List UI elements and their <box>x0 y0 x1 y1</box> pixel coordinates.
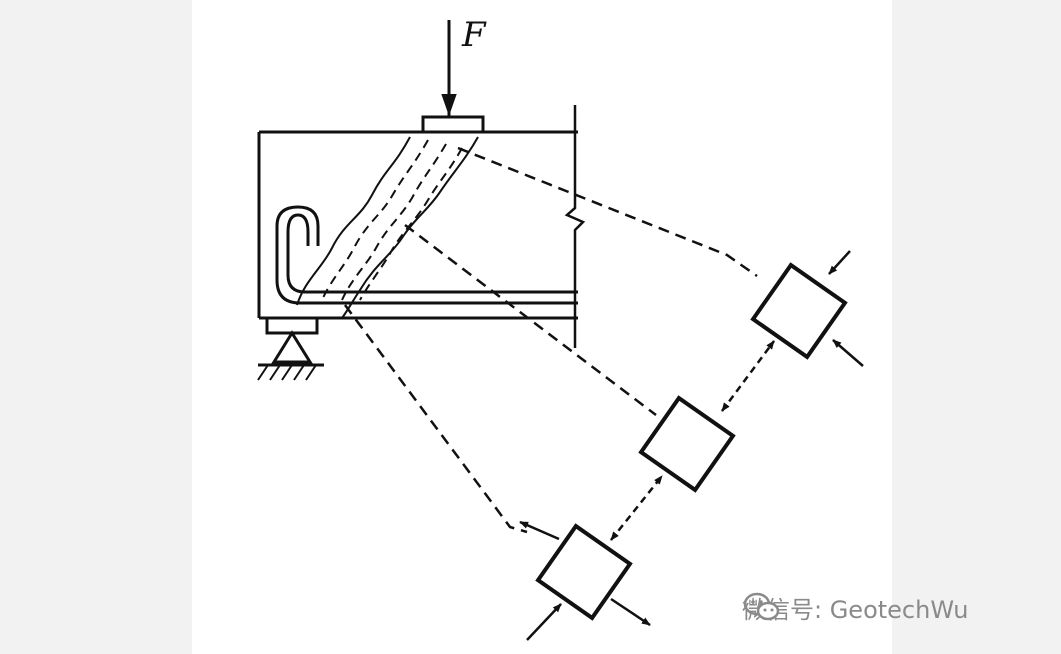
beam-break-line <box>564 105 586 348</box>
stress-element-middle <box>638 395 736 493</box>
compression-arrow <box>526 603 562 641</box>
load-plate <box>421 115 485 134</box>
leader-top <box>457 146 758 278</box>
tension-arrow <box>610 597 651 627</box>
strut-force-arrow-lower <box>610 475 663 541</box>
stress-element-bottom <box>535 523 633 621</box>
watermark: 微信号: GeotechWu <box>742 590 968 624</box>
leader-lines <box>343 146 758 534</box>
tension-arrow <box>519 520 560 541</box>
strut-force-arrow-upper <box>720 340 776 412</box>
wechat-icon <box>743 592 780 621</box>
ground-hatch <box>257 364 317 381</box>
diagonal-cracks <box>296 136 479 319</box>
compression-arrow <box>828 250 851 275</box>
crack-dashes <box>321 139 463 301</box>
stress-element-top <box>750 262 848 360</box>
leader-bottom <box>343 304 528 534</box>
pin-support <box>271 330 313 364</box>
compression-arrow <box>832 339 864 367</box>
reinforcement-bar <box>275 205 578 305</box>
watermark-text: 微信号: GeotechWu <box>742 595 969 624</box>
leader-middle <box>404 224 657 416</box>
load-label: F <box>461 15 487 55</box>
